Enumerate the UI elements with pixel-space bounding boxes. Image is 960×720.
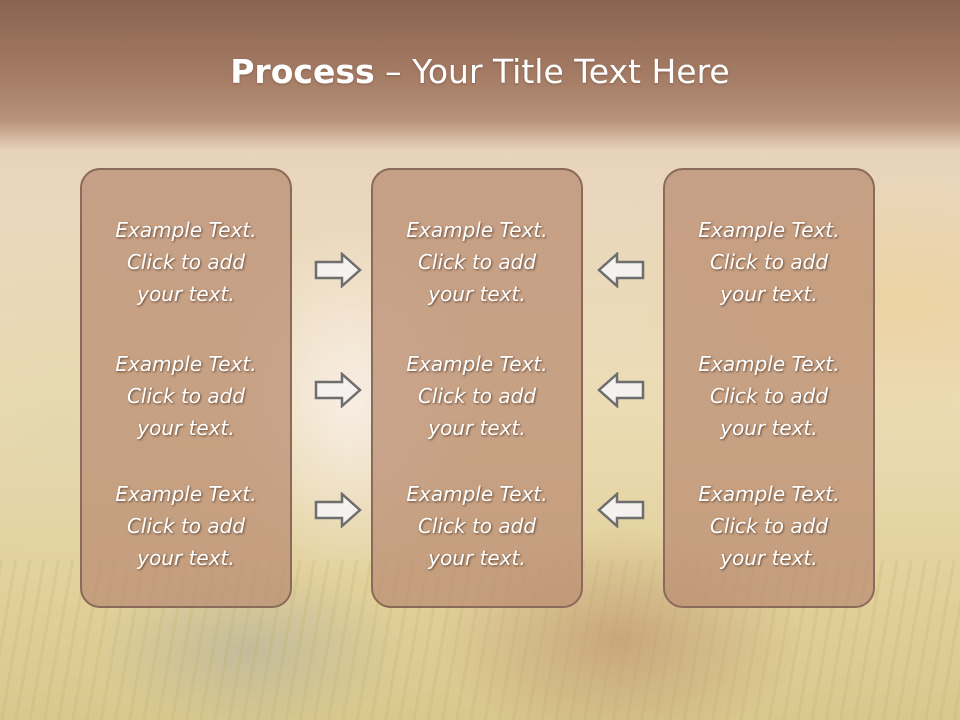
text-line: Click to add (126, 514, 246, 538)
text-line: Example Text. (698, 482, 840, 506)
text-line: your text. (720, 416, 818, 440)
text-line: Example Text. (115, 482, 257, 506)
arrow-left-icon (597, 372, 645, 408)
text-block[interactable]: Example Text. Click to add your text. (82, 214, 290, 310)
text-line: Click to add (126, 384, 246, 408)
text-block[interactable]: Example Text. Click to add your text. (373, 478, 581, 574)
text-block[interactable]: Example Text. Click to add your text. (665, 214, 873, 310)
text-line: your text. (137, 282, 235, 306)
text-line: Click to add (709, 514, 829, 538)
text-block[interactable]: Example Text. Click to add your text. (82, 478, 290, 574)
text-block[interactable]: Example Text. Click to add your text. (665, 478, 873, 574)
text-line: Example Text. (698, 352, 840, 376)
process-panel-left[interactable]: Example Text. Click to add your text. Ex… (80, 168, 292, 608)
process-panel-right[interactable]: Example Text. Click to add your text. Ex… (663, 168, 875, 608)
text-line: Example Text. (115, 352, 257, 376)
text-line: Click to add (417, 384, 537, 408)
text-line: Click to add (709, 384, 829, 408)
text-line: your text. (720, 282, 818, 306)
arrow-right-icon (314, 492, 362, 528)
text-line: Example Text. (406, 352, 548, 376)
title-bar (0, 0, 960, 150)
text-line: Click to add (417, 514, 537, 538)
process-panel-center[interactable]: Example Text. Click to add your text. Ex… (371, 168, 583, 608)
text-line: your text. (428, 282, 526, 306)
text-line: your text. (428, 416, 526, 440)
text-line: Example Text. (406, 482, 548, 506)
text-line: your text. (137, 546, 235, 570)
title-rest: – Your Title Text Here (374, 52, 730, 91)
text-line: your text. (428, 546, 526, 570)
text-line: your text. (137, 416, 235, 440)
text-block[interactable]: Example Text. Click to add your text. (373, 214, 581, 310)
text-block[interactable]: Example Text. Click to add your text. (82, 348, 290, 444)
text-line: Example Text. (698, 218, 840, 242)
arrow-left-icon (597, 252, 645, 288)
text-line: Click to add (417, 250, 537, 274)
text-line: Click to add (709, 250, 829, 274)
arrow-right-icon (314, 252, 362, 288)
arrow-right-icon (314, 372, 362, 408)
text-block[interactable]: Example Text. Click to add your text. (373, 348, 581, 444)
title-bold: Process (230, 52, 375, 91)
text-line: your text. (720, 546, 818, 570)
text-line: Example Text. (406, 218, 548, 242)
text-line: Click to add (126, 250, 246, 274)
slide-title[interactable]: Process – Your Title Text Here (0, 52, 960, 91)
text-block[interactable]: Example Text. Click to add your text. (665, 348, 873, 444)
text-line: Example Text. (115, 218, 257, 242)
arrow-left-icon (597, 492, 645, 528)
